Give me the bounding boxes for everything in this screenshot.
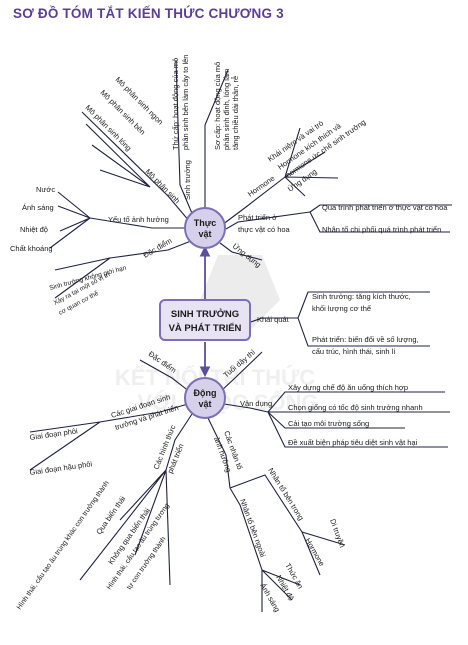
page-title: SƠ ĐỒ TÓM TẮT KIẾN THỨC CHƯƠNG 3 (13, 6, 284, 21)
node-dong-vat: Động vật (184, 377, 226, 419)
dv-hinh-thuc-group: Các hình thức phát triển Hình thái, cấu … (14, 423, 185, 611)
khai-quat-item-0-line1: Sinh trưởng: tăng kích thước, (312, 292, 411, 301)
dv-ben-trong-label: Nhân tố bên trong (266, 466, 305, 522)
tv-yeu-to-anh-sang: Ánh sáng (22, 203, 54, 212)
tv-so-cap-line3: tăng chiều dài thân, rễ (231, 76, 240, 150)
dv-di-truyen: Di truyền (328, 518, 347, 549)
connector-lines (29, 59, 452, 612)
node-dong-vat-circle (184, 377, 226, 419)
dv-nhan-to-group: Các nhân tố ảnh hưởng Nhân tố bên trong … (212, 430, 347, 614)
khai-quat-label: Khái quát (257, 315, 290, 324)
tv-yeu-to-nhiet-do: Nhiệt độ (20, 225, 48, 234)
node-dong-vat-line1: Động (194, 388, 217, 398)
tv-yeu-to-nuoc: Nước (36, 185, 55, 194)
tv-phat-trien-item-0: Quá trình phát triển ở thực vật có hoa (322, 203, 448, 212)
dv-van-dung-label: Vận dụng (240, 399, 272, 408)
khai-quat-item-0-line2: khối lượng cơ thể (312, 304, 371, 313)
dv-ben-ngoai-label: Nhân tố bên ngoài (238, 498, 268, 559)
tv-sinh-truong-group: Sinh trưởng Thứ cấp: hoạt động của mô ph… (171, 55, 240, 200)
tv-so-cap-line1: Sơ cấp: hoạt động của mô (213, 62, 222, 150)
dv-hinh-thuc-item-1: Qua biến thái (94, 494, 127, 536)
node-thuc-vat-circle (184, 207, 226, 249)
dv-hinh-thuc-item-4: tự con trưởng thành (125, 535, 168, 591)
dv-van-dung-item-1: Chọn giống có tốc độ sinh trưởng nhanh (288, 403, 423, 412)
dv-van-dung-item-0: Xây dựng chế độ ăn uống thích hợp (288, 383, 408, 392)
dv-giai-doan-hau-phoi: Giai đoạn hậu phôi (29, 459, 93, 477)
node-center: SINH TRƯỞNG VÀ PHÁT TRIỂN (159, 299, 251, 341)
dv-van-dung-item-3: Đề xuất biện pháp tiêu diệt sinh vật hại (288, 438, 418, 447)
tv-mo-phan-sinh-group: Mô phân sinh Mô phân sinh ngọn Mô phân s… (84, 75, 182, 205)
tv-phat-trien-line2: thực vật có hoa (238, 225, 291, 234)
watermark-line2: VỚI CUỘC SỐNG (137, 389, 318, 415)
node-center-line1: SINH TRƯỞNG (171, 308, 239, 320)
khai-quat-item-1-line2: cấu trúc, hình thái, sinh lí (312, 347, 396, 356)
tv-thu-cap-line1: Thứ cấp: hoạt động của mô (171, 58, 180, 150)
tv-hormone-group: Hormone Khái niệm và vai trò Hormone kíc… (246, 118, 367, 199)
tv-yeu-to-label: Yếu tố ảnh hưởng (108, 215, 169, 224)
tv-phat-trien-group: Phát triển ở thực vật có hoa Quá trình p… (238, 203, 448, 234)
tv-yeu-to-group: Yếu tố ảnh hưởng Nước Ánh sáng Nhiệt độ … (10, 185, 169, 253)
tv-dac-diem-group: Đặc điểm Sinh trưởng không giới hạn Xảy … (48, 236, 173, 317)
tv-yeu-to-chat-khoang: Chất khoáng (10, 244, 53, 253)
node-thuc-vat-line2: vật (198, 229, 211, 239)
khai-quat-group: Khái quát Sinh trưởng: tăng kích thước, … (257, 292, 419, 356)
node-dong-vat-line2: vật (198, 399, 211, 409)
tv-phat-trien-line1: Phát triển ở (238, 213, 277, 222)
dv-hinh-thuc-item-0: Hình thái, cấu tạo âu trùng khác con trư… (14, 479, 110, 611)
node-thuc-vat-line1: Thực (194, 218, 217, 228)
node-center-line2: VÀ PHÁT TRIỂN (169, 322, 242, 334)
node-thuc-vat: Thực vật (184, 207, 226, 249)
node-center-box (159, 299, 251, 341)
khai-quat-item-1-line1: Phát triển: biến đổi về số lượng, (312, 335, 419, 344)
tv-mps-ngon: Mô phân sinh ngọn (114, 75, 165, 126)
tv-hormone-item-2: hormone ức chế sinh trưởng (284, 118, 367, 180)
tv-phat-trien-item-1: Nhân tố chi phối quá trình phát triển (322, 225, 441, 234)
dv-van-dung-item-2: Cải tạo môi trường sống (288, 419, 369, 428)
tv-thu-cap-line2: phân sinh bên làm cây to lên (181, 55, 190, 150)
tv-dac-diem-label: Đặc điểm (142, 236, 174, 260)
dv-van-dung-group: Vận dụng Xây dựng chế độ ăn uống thích h… (240, 383, 423, 447)
dv-giai-doan-phoi: Giai đoạn phôi (29, 426, 78, 442)
tv-so-cap-line2: phân sinh đỉnh, lóng làm (222, 69, 231, 150)
tv-sinh-truong-label: Sinh trưởng (183, 160, 192, 200)
